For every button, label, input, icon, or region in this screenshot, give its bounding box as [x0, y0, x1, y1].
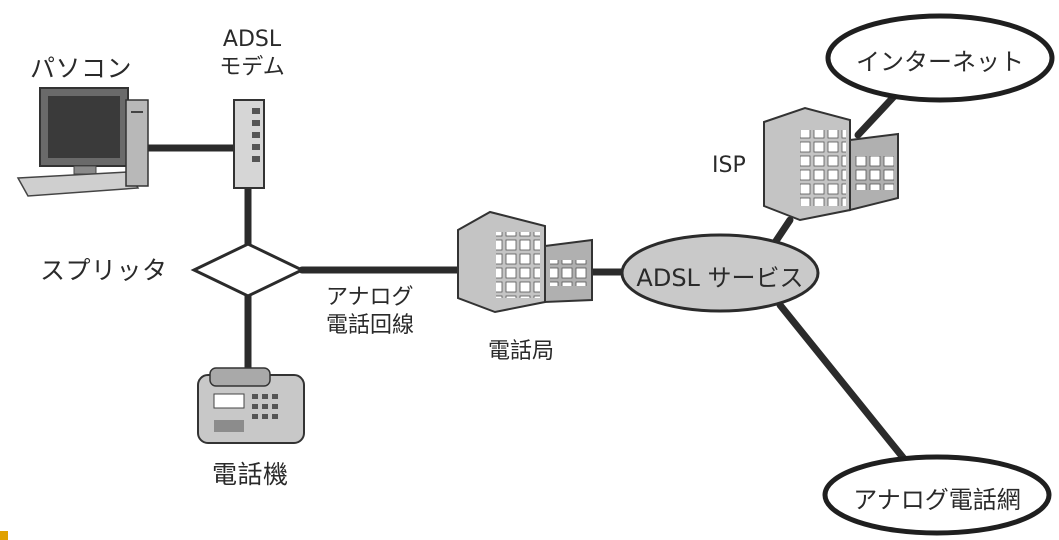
internet-node: [825, 13, 1055, 103]
analog-line-label-line2: 電話回線: [326, 312, 415, 338]
analog-line-label-line1: アナログ: [326, 285, 414, 310]
internet-label: インターネット: [856, 48, 1024, 76]
analog-network-node: [822, 454, 1052, 536]
analog-line-label: アナログ 電話回線: [326, 284, 414, 339]
splitter-label: スプリッタ: [40, 256, 168, 285]
exchange-label: 電話局: [488, 339, 555, 364]
phone-label: 電話機: [212, 460, 289, 489]
adsl-service-label: ADSL サービス: [636, 264, 804, 292]
modem-label-line1: ADSL: [222, 27, 282, 52]
analog-network-label: アナログ電話網: [853, 486, 1021, 514]
isp-building-icon: [763, 106, 899, 222]
pc-icon: [16, 87, 149, 197]
splitter-icon: [190, 242, 306, 298]
isp-label: ISP: [712, 153, 746, 178]
modem-label-line2: モデム: [219, 54, 285, 80]
pc-label: パソコン: [30, 54, 133, 83]
adsl-service-node: [620, 233, 820, 313]
telephone-icon: [197, 367, 305, 444]
adsl-analog-network-line: [776, 301, 909, 464]
adsl-modem-icon: [233, 99, 265, 189]
corner-mark: [0, 531, 8, 540]
modem-label: ADSL モデム: [212, 26, 292, 81]
exchange-building-icon: [457, 210, 593, 314]
